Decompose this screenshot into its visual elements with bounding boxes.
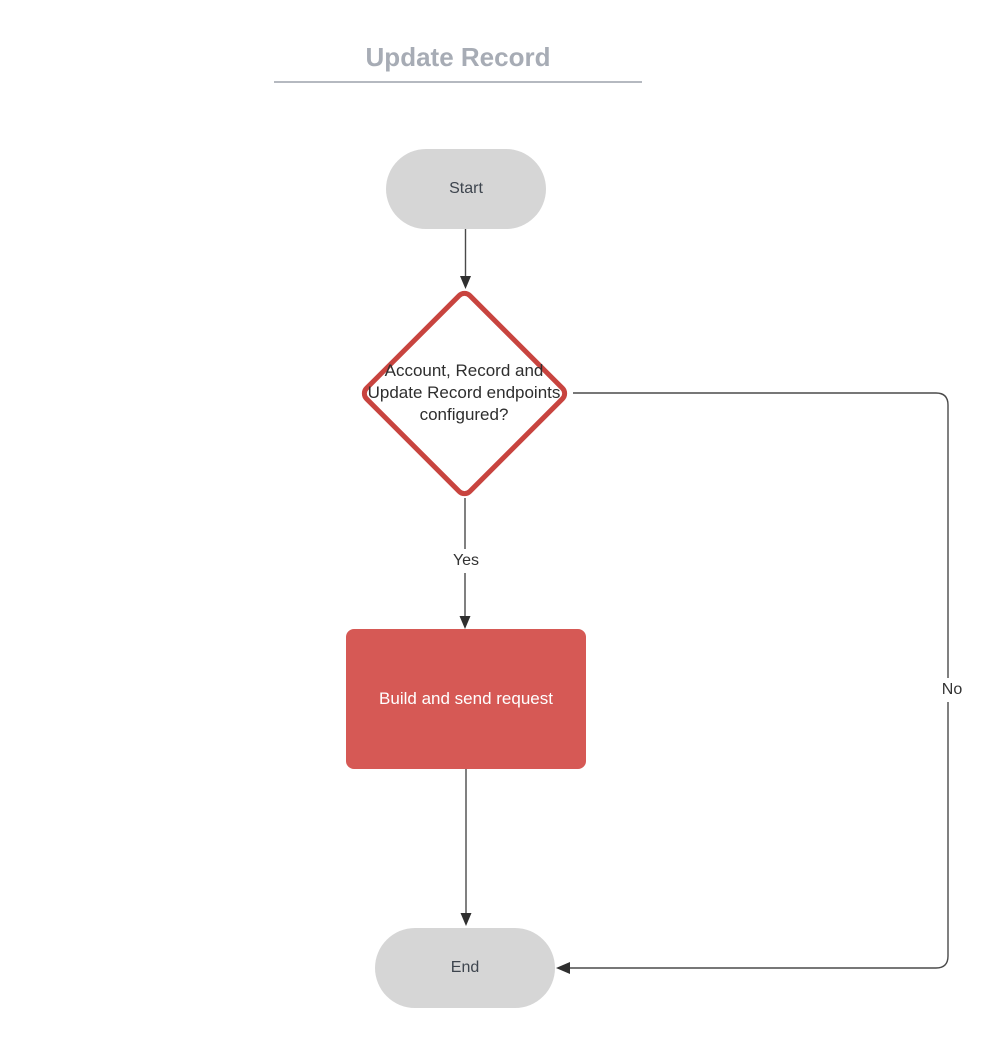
- node-start: Start: [386, 149, 546, 229]
- edge-label-no: No: [936, 678, 968, 702]
- edge-decision-to-end-no: [570, 392, 949, 969]
- diagram-title-block: Update Record: [274, 42, 642, 83]
- node-start-label: Start: [449, 180, 483, 197]
- node-decision-label: Account, Record and Update Record endpoi…: [344, 360, 584, 426]
- node-process-label: Build and send request: [379, 689, 553, 708]
- decision-label-line2: Update Record endpoints: [367, 383, 561, 402]
- arrowhead-end-top: [460, 913, 472, 926]
- arrowhead-process-top: [459, 616, 471, 629]
- arrowhead-end-right: [556, 962, 570, 974]
- edge-label-yes: Yes: [447, 549, 485, 573]
- node-process: Build and send request: [346, 629, 586, 769]
- node-end-label: End: [450, 959, 480, 976]
- arrowhead-decision-top: [460, 276, 471, 289]
- node-end: End: [375, 928, 555, 1008]
- diagram-title: Update Record: [365, 42, 551, 72]
- decision-label-line1: Account, Record and: [384, 361, 544, 380]
- decision-label-line3: configured?: [419, 405, 509, 424]
